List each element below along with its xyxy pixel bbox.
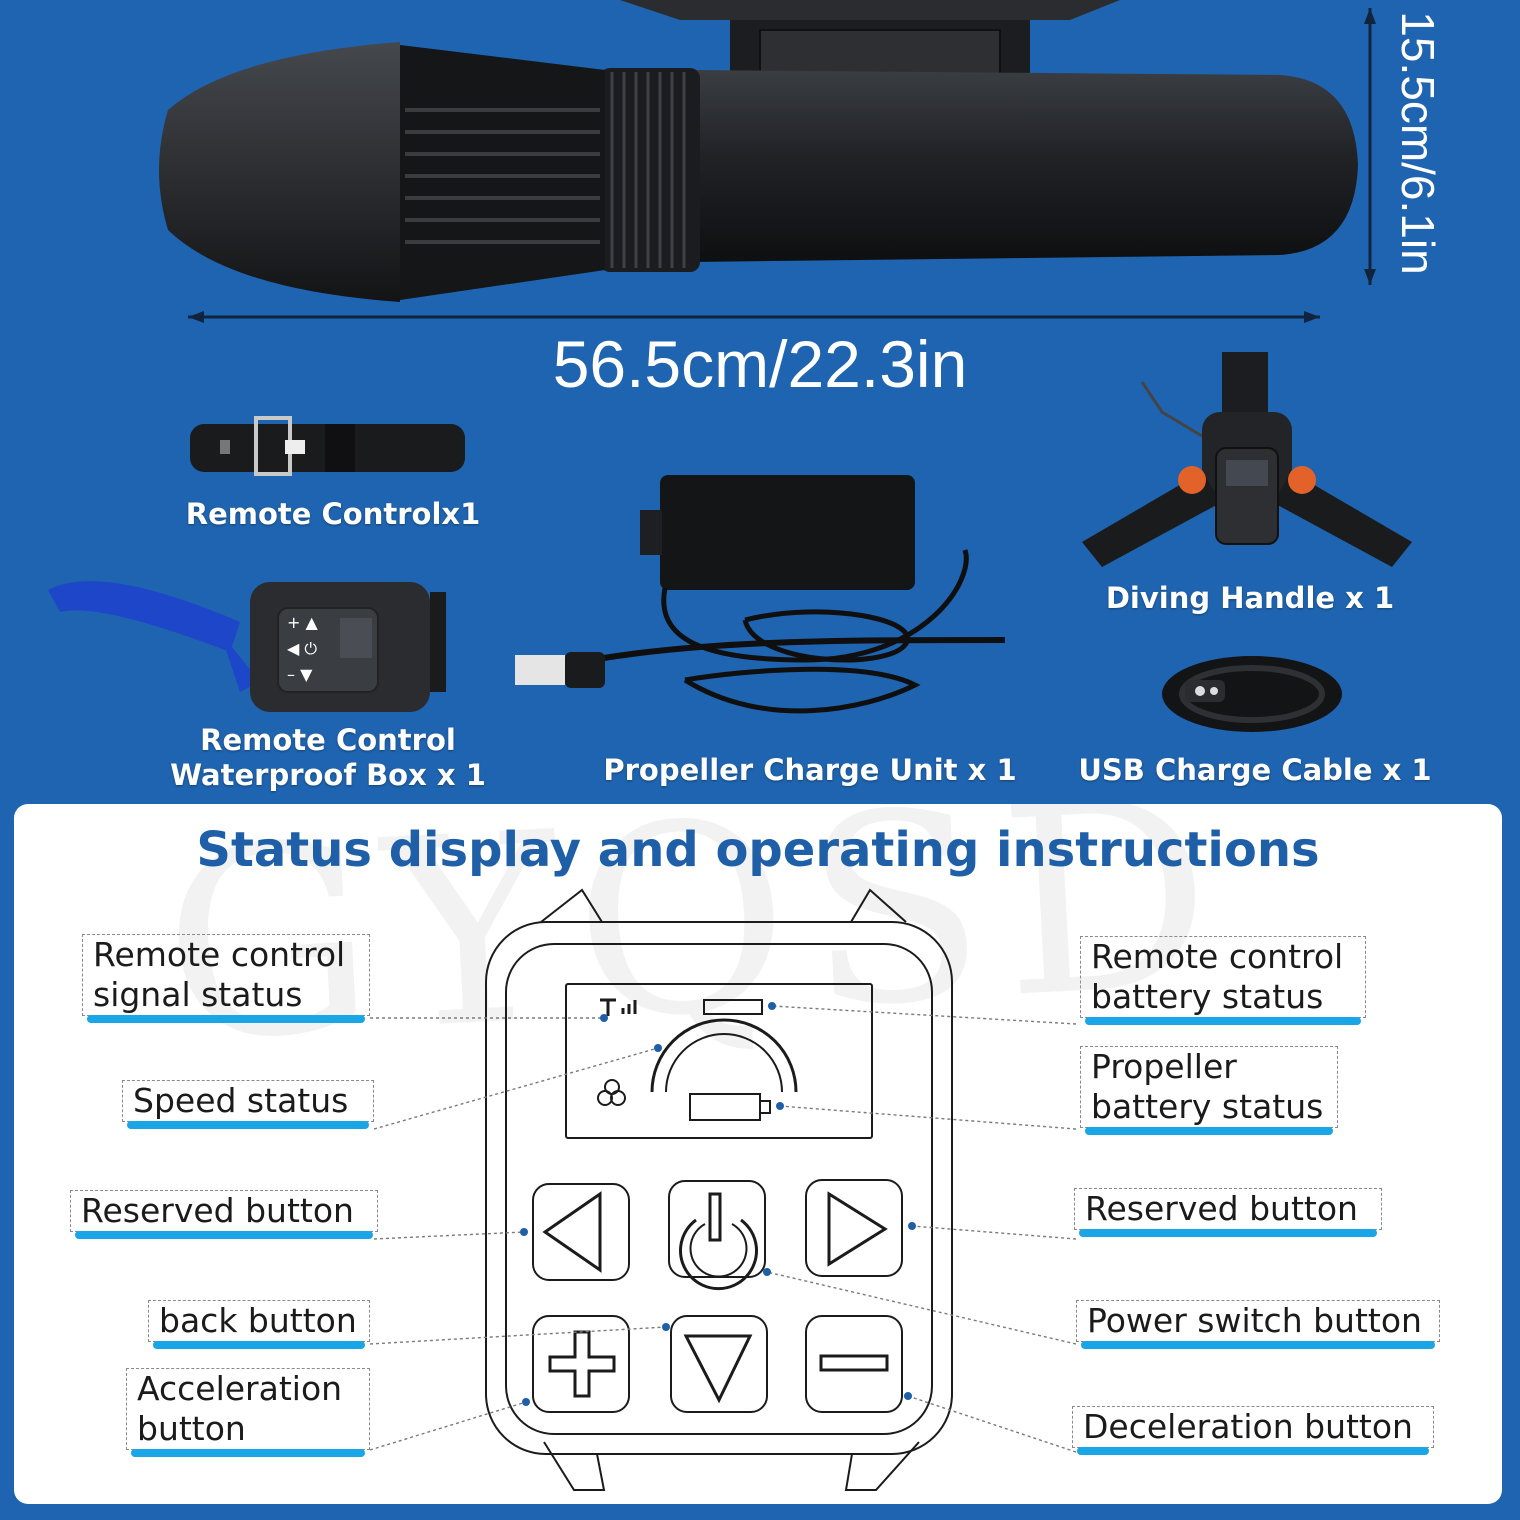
callout-text: back button [159,1301,357,1340]
callout-text: Remote control [1091,937,1344,976]
callout-signal-status: Remote control signal status [82,934,370,1023]
remote-control-label: Remote Controlx1 [185,497,481,531]
usb-cable-label: USB Charge Cable x 1 [1078,753,1432,787]
height-dimension: 15.5cm/6.1in [1392,11,1444,275]
callout-text: Propeller [1091,1047,1237,1086]
accent-bar [131,1449,365,1457]
callout-reserved-button-right: Reserved button [1074,1188,1382,1237]
svg-text:◀ ⏻: ◀ ⏻ [287,639,317,658]
instructions-panel: GYQSD Status display and operating instr… [14,804,1502,1504]
remote-device-diagram [369,888,1077,1491]
callout-text: Deceleration button [1083,1407,1413,1446]
callout-text: Speed status [133,1081,349,1120]
svg-text:+ ▲: + ▲ [287,613,318,632]
callout-speed-status: Speed status [122,1080,374,1129]
accent-bar [1081,1341,1435,1349]
callout-battery-status: Remote control battery status [1080,936,1366,1025]
callout-text: Acceleration [137,1369,343,1408]
callout-text: Power switch button [1087,1301,1422,1340]
accent-bar [127,1121,369,1129]
svg-text:– ▼: – ▼ [287,665,313,684]
waterproof-box-label-1: Remote Control [200,723,456,757]
callout-text: battery status [1091,977,1324,1016]
waterproof-box-icon: + ▲ ◀ ⏻ – ▼ [48,581,446,712]
usb-cable-icon [1162,656,1342,732]
accent-bar [75,1231,373,1239]
accent-bar [1085,1017,1361,1025]
callout-reserved-button-left: Reserved button [70,1190,378,1239]
callout-propeller-battery: Propeller battery status [1080,1046,1338,1135]
wrist-strap-icon [190,416,465,476]
signal-icon [600,998,637,1016]
accent-bar [1079,1229,1377,1237]
diving-handle-icon [1082,352,1412,567]
diving-handle-label: Diving Handle x 1 [1105,581,1395,615]
callout-text: Reserved button [81,1191,354,1230]
accent-bar [1077,1447,1429,1455]
callout-text: button [137,1409,246,1448]
callout-text: battery status [1091,1087,1324,1126]
accent-bar [1085,1127,1333,1135]
callout-acceleration-button: Acceleration button [126,1368,370,1457]
callout-text: signal status [93,975,303,1014]
callout-back-button: back button [148,1300,370,1349]
charger-label: Propeller Charge Unit x 1 [603,753,1017,787]
waterproof-box-label-2: Waterproof Box x 1 [170,758,486,792]
panel-title: Status display and operating instruction… [196,822,1320,878]
length-dimension: 56.5cm/22.3in [552,327,968,401]
underwater-scooter-illustration [159,0,1376,323]
callout-text: Reserved button [1085,1189,1358,1228]
accent-bar [153,1341,365,1349]
charger-icon [515,475,1006,714]
callout-text: Remote control [93,935,346,974]
accent-bar [87,1015,365,1023]
callout-deceleration-button: Deceleration button [1072,1406,1434,1455]
callout-power-button: Power switch button [1076,1300,1440,1349]
